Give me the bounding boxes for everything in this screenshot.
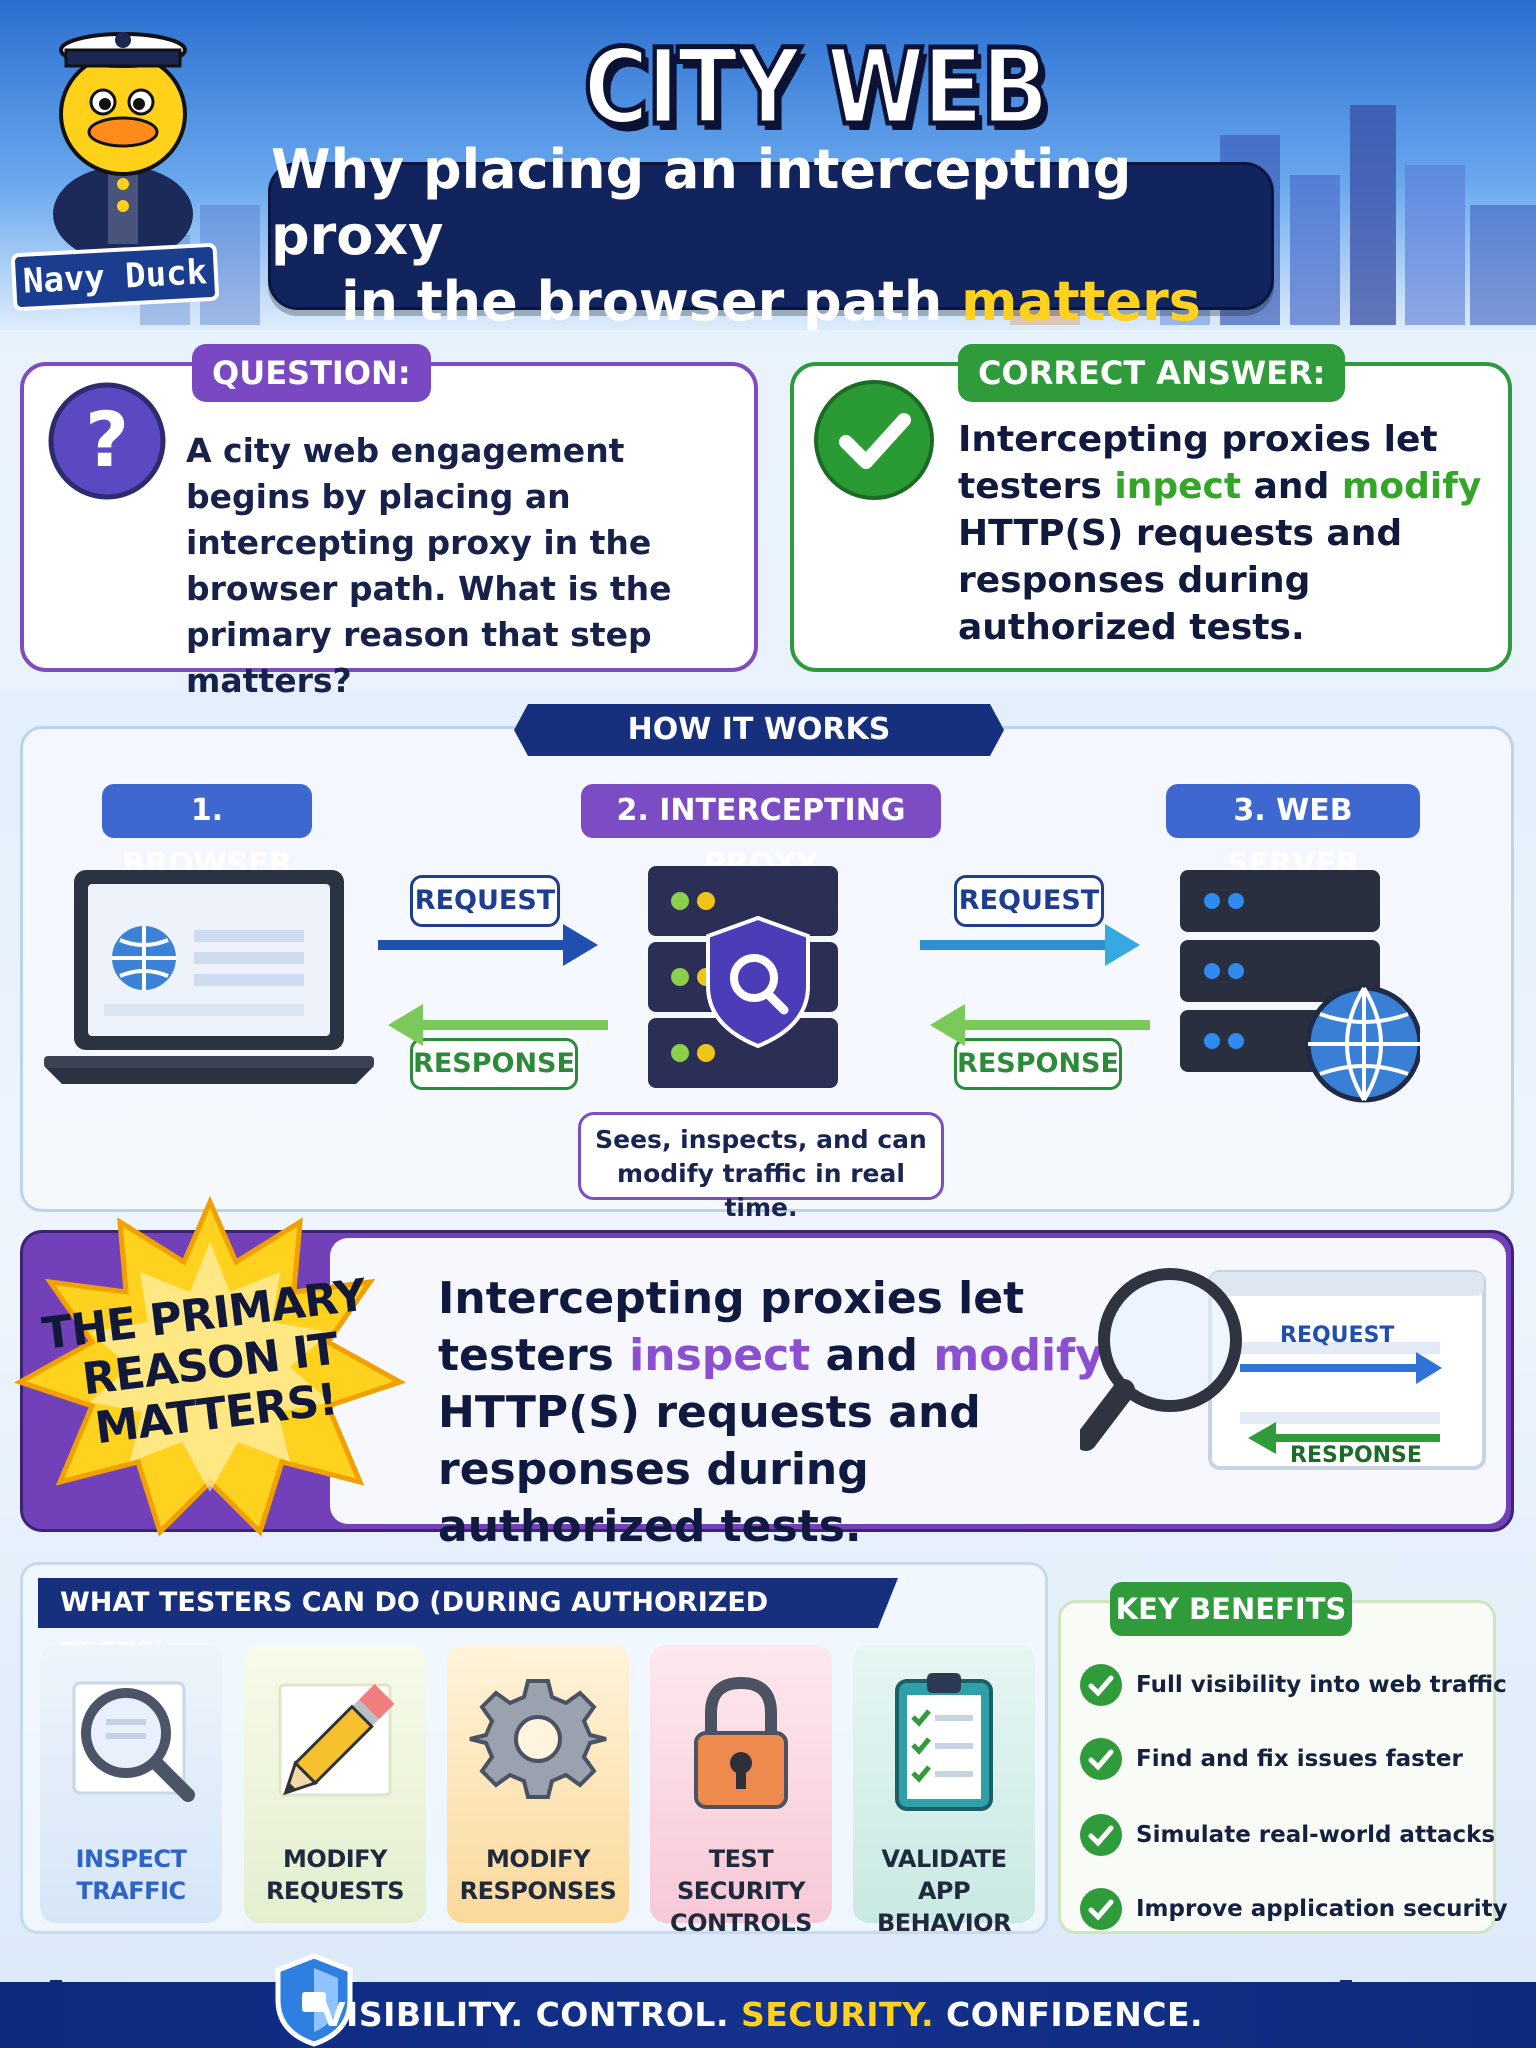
how-it-works-ribbon [514,704,1004,756]
page-title: CITY WEB ENGAGEMENT [476,24,1156,281]
footer-tagline-part-2: CONFIDENCE. [934,1995,1204,2034]
navy-duck-mascot-icon [53,32,193,254]
subtitle-highlight: matters [961,270,1201,333]
subtitle-banner: Why placing an intercepting proxy in the… [268,138,1274,333]
check-circle-icon [1080,1888,1122,1930]
response-arrow-left-icon [388,1004,608,1046]
tile-label: TEST SECURITY CONTROLS [670,1845,812,1937]
checkmark-icon [814,380,934,500]
laptop-browser-icon [44,870,374,1084]
subtitle-line-1: Why placing an intercepting proxy [271,138,1132,267]
check-circle-icon [1080,1738,1122,1780]
web-server-globe-icon [1180,870,1420,1103]
answer-text-part-2: and [1241,466,1342,507]
starburst-badge-icon [13,1195,407,1537]
request-label-1: REQUEST [410,875,560,927]
answer-text-part-3: HTTP(S) requests and responses during au… [958,513,1403,648]
answer-highlight-inspect: inpect [1114,466,1242,507]
tile-validate-app-behavior: VALIDATE APP BEHAVIOR [853,1645,1035,1937]
response-label-1: RESPONSE [410,1038,578,1090]
answer-tag: CORRECT ANSWER: [958,344,1346,402]
request-arrow-right-icon [920,924,1140,966]
step-proxy-label: 2. INTERCEPTING PROXY [581,784,941,882]
pencil-icon [278,1683,395,1797]
mascot-label: Navy Duck [10,242,220,312]
padlock-icon [694,1676,788,1809]
question-mark-icon: ? [48,382,166,500]
footer-bar [0,1982,1536,2048]
answer-highlight-modify: modify [1341,466,1482,507]
gear-icon [469,1679,607,1799]
primary-reason-text-part-1: Intercepting proxies let testers [438,1273,1025,1381]
graphic-response-label: RESPONSE [1290,1443,1422,1468]
tile-modify-requests: MODIFY REQUESTS [244,1645,426,1923]
proxy-server-shield-icon [648,866,838,1088]
tile-label: MODIFY RESPONSES [459,1845,617,1905]
tile-label: INSPECT TRAFFIC [75,1845,187,1905]
primary-reason-text-part-3: HTTP(S) requests and responses during au… [438,1387,981,1552]
benefit-item: Simulate real-world attacks [1078,1810,1498,1860]
magnifier-over-browser-icon: REQUEST RESPONSE [1080,1268,1486,1470]
primary-reason-text: Intercepting proxies let testers inspect… [438,1270,1118,1555]
benefit-text: Improve application security [1136,1896,1508,1922]
check-circle-icon [1080,1664,1122,1706]
benefit-text: Find and fix issues faster [1136,1746,1463,1772]
proxy-note: Sees, inspects, and can modify traffic i… [578,1112,944,1222]
step-server-label: 3. WEB SERVER [1166,784,1420,882]
key-benefits-panel [1058,1600,1496,1934]
primary-reason-highlight-modify: modify [933,1330,1104,1381]
benefit-item: Find and fix issues faster [1078,1734,1498,1784]
subtitle-line-2: in the browser path matters [341,269,1201,335]
question-text: A city web engagement begins by placing … [186,431,672,700]
answer-text-part-1: Intercepting proxies let testers [958,419,1438,507]
shield-icon [275,1953,353,2047]
response-label-2: RESPONSE [954,1038,1122,1090]
benefit-item: Full visibility into web traffic [1078,1660,1507,1710]
benefit-text: Simulate real-world attacks [1136,1822,1496,1848]
response-arrow-left-icon [930,1004,1150,1046]
tile-label: VALIDATE APP BEHAVIOR [876,1845,1012,1937]
step-browser-label: 1. BROWSER [102,784,312,882]
svg-text:?: ? [85,395,129,484]
primary-reason-text-part-2: and [810,1330,934,1381]
footer-highlight: SECURITY. [741,1995,934,2034]
question-tag: QUESTION: [192,344,431,402]
header: CITY WEB ENGAGEMENT Why placing an inter… [0,0,1536,333]
footer-tagline-part-1: VISIBILITY. CONTROL. [320,1995,741,2034]
tile-label: MODIFY REQUESTS [265,1845,405,1905]
footer-tagline: VISIBILITY. CONTROL. SECURITY. CONFIDENC… [320,1982,1220,2048]
primary-reason-highlight-inspect: inspect [629,1330,811,1381]
benefit-item: Improve application security [1078,1884,1508,1934]
answer-text: Intercepting proxies let testers inpect … [958,416,1498,651]
graphic-request-label: REQUEST [1280,1323,1394,1348]
subtitle-line-2-text: in the browser path [341,270,962,333]
request-arrow-right-icon [378,924,598,966]
tile-inspect-traffic: INSPECT TRAFFIC [40,1645,222,1923]
clipboard-checklist-icon [895,1673,993,1811]
magnifier-icon [72,1681,195,1802]
tile-test-security-controls: TEST SECURITY CONTROLS [650,1645,832,1937]
tile-modify-responses: MODIFY RESPONSES [447,1645,629,1923]
check-circle-icon [1080,1814,1122,1856]
testers-can-do-title: WHAT TESTERS CAN DO (DURING AUTHORIZED T… [60,1587,769,1668]
request-label-2: REQUEST [954,875,1104,927]
key-benefits-title: KEY BENEFITS [1110,1582,1352,1636]
testers-can-do-ribbon [38,1578,898,1628]
benefit-text: Full visibility into web traffic [1136,1672,1507,1698]
how-it-works-title: HOW IT WORKS [627,712,891,747]
